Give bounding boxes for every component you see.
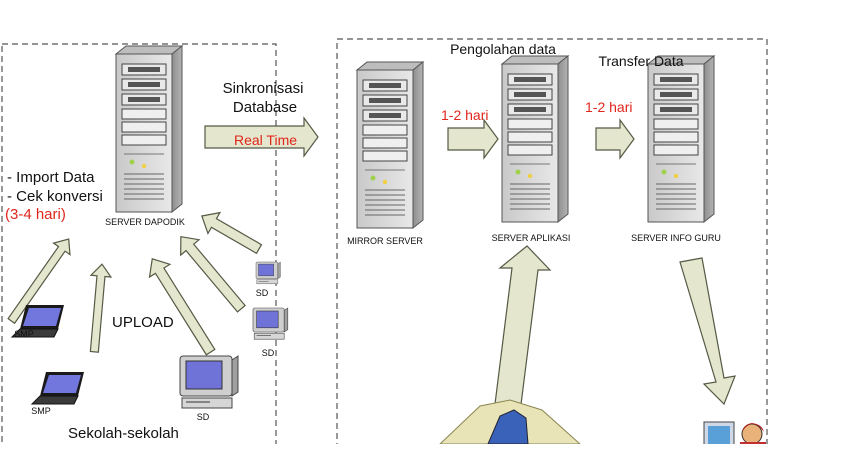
transfer-arrow — [595, 118, 635, 160]
upload-arrow-2 — [89, 263, 113, 353]
mirror-server-label: MIRROR SERVER — [347, 236, 423, 246]
cek-label: - Cek konversi — [7, 188, 103, 205]
sd-label-2: SD — [262, 348, 275, 358]
upload-arrow-3 — [148, 258, 216, 356]
sekolah-label: Sekolah-sekolah — [68, 425, 179, 442]
real-time-label: Real Time — [234, 132, 297, 148]
server-aplikasi-label: SERVER APLIKASI — [492, 233, 571, 243]
upload-arrow-5 — [201, 211, 263, 255]
upload-arrow-1 — [7, 238, 71, 325]
import-duration-label: (3-4 hari) — [5, 206, 66, 223]
processing-duration-label: 1-2 hari — [441, 107, 488, 123]
sd-desktop-icon-1 — [255, 261, 281, 285]
sd-desktop-icon-2 — [252, 307, 289, 340]
sd-desktop-icon-3 — [179, 355, 239, 409]
smp-label-2: SMP — [31, 406, 51, 416]
processing-arrow — [447, 118, 499, 160]
schools-region — [1, 43, 277, 449]
smp-laptop-icon-2 — [31, 371, 85, 405]
upload-arrow-4 — [180, 235, 246, 313]
transfer-duration-label: 1-2 hari — [585, 99, 632, 115]
info-guru-output-arrow — [679, 257, 736, 406]
sd-label-3: SD — [197, 412, 210, 422]
data-center-region — [336, 38, 768, 449]
sinkronisasi-label: Sinkronisasi — [223, 80, 304, 97]
real-time-arrow — [204, 116, 319, 158]
pengolahan-label: Pengolahan data — [450, 41, 556, 57]
server-info-guru-icon — [647, 55, 715, 223]
upload-label: UPLOAD — [112, 314, 174, 331]
server-dapodik-icon — [115, 45, 183, 213]
sd-label-1: SD — [256, 288, 269, 298]
transfer-label: Transfer Data — [598, 53, 683, 69]
mirror-server-icon — [356, 61, 424, 229]
server-info-guru-label: SERVER INFO GURU — [631, 233, 721, 243]
server-aplikasi-icon — [501, 55, 569, 223]
smp-label-1: SMP — [14, 329, 34, 339]
database-label: Database — [233, 99, 297, 116]
import-label: - Import Data — [7, 169, 95, 186]
server-dapodik-label: SERVER DAPODIK — [105, 217, 185, 227]
teacher-computer-icon — [703, 421, 766, 449]
